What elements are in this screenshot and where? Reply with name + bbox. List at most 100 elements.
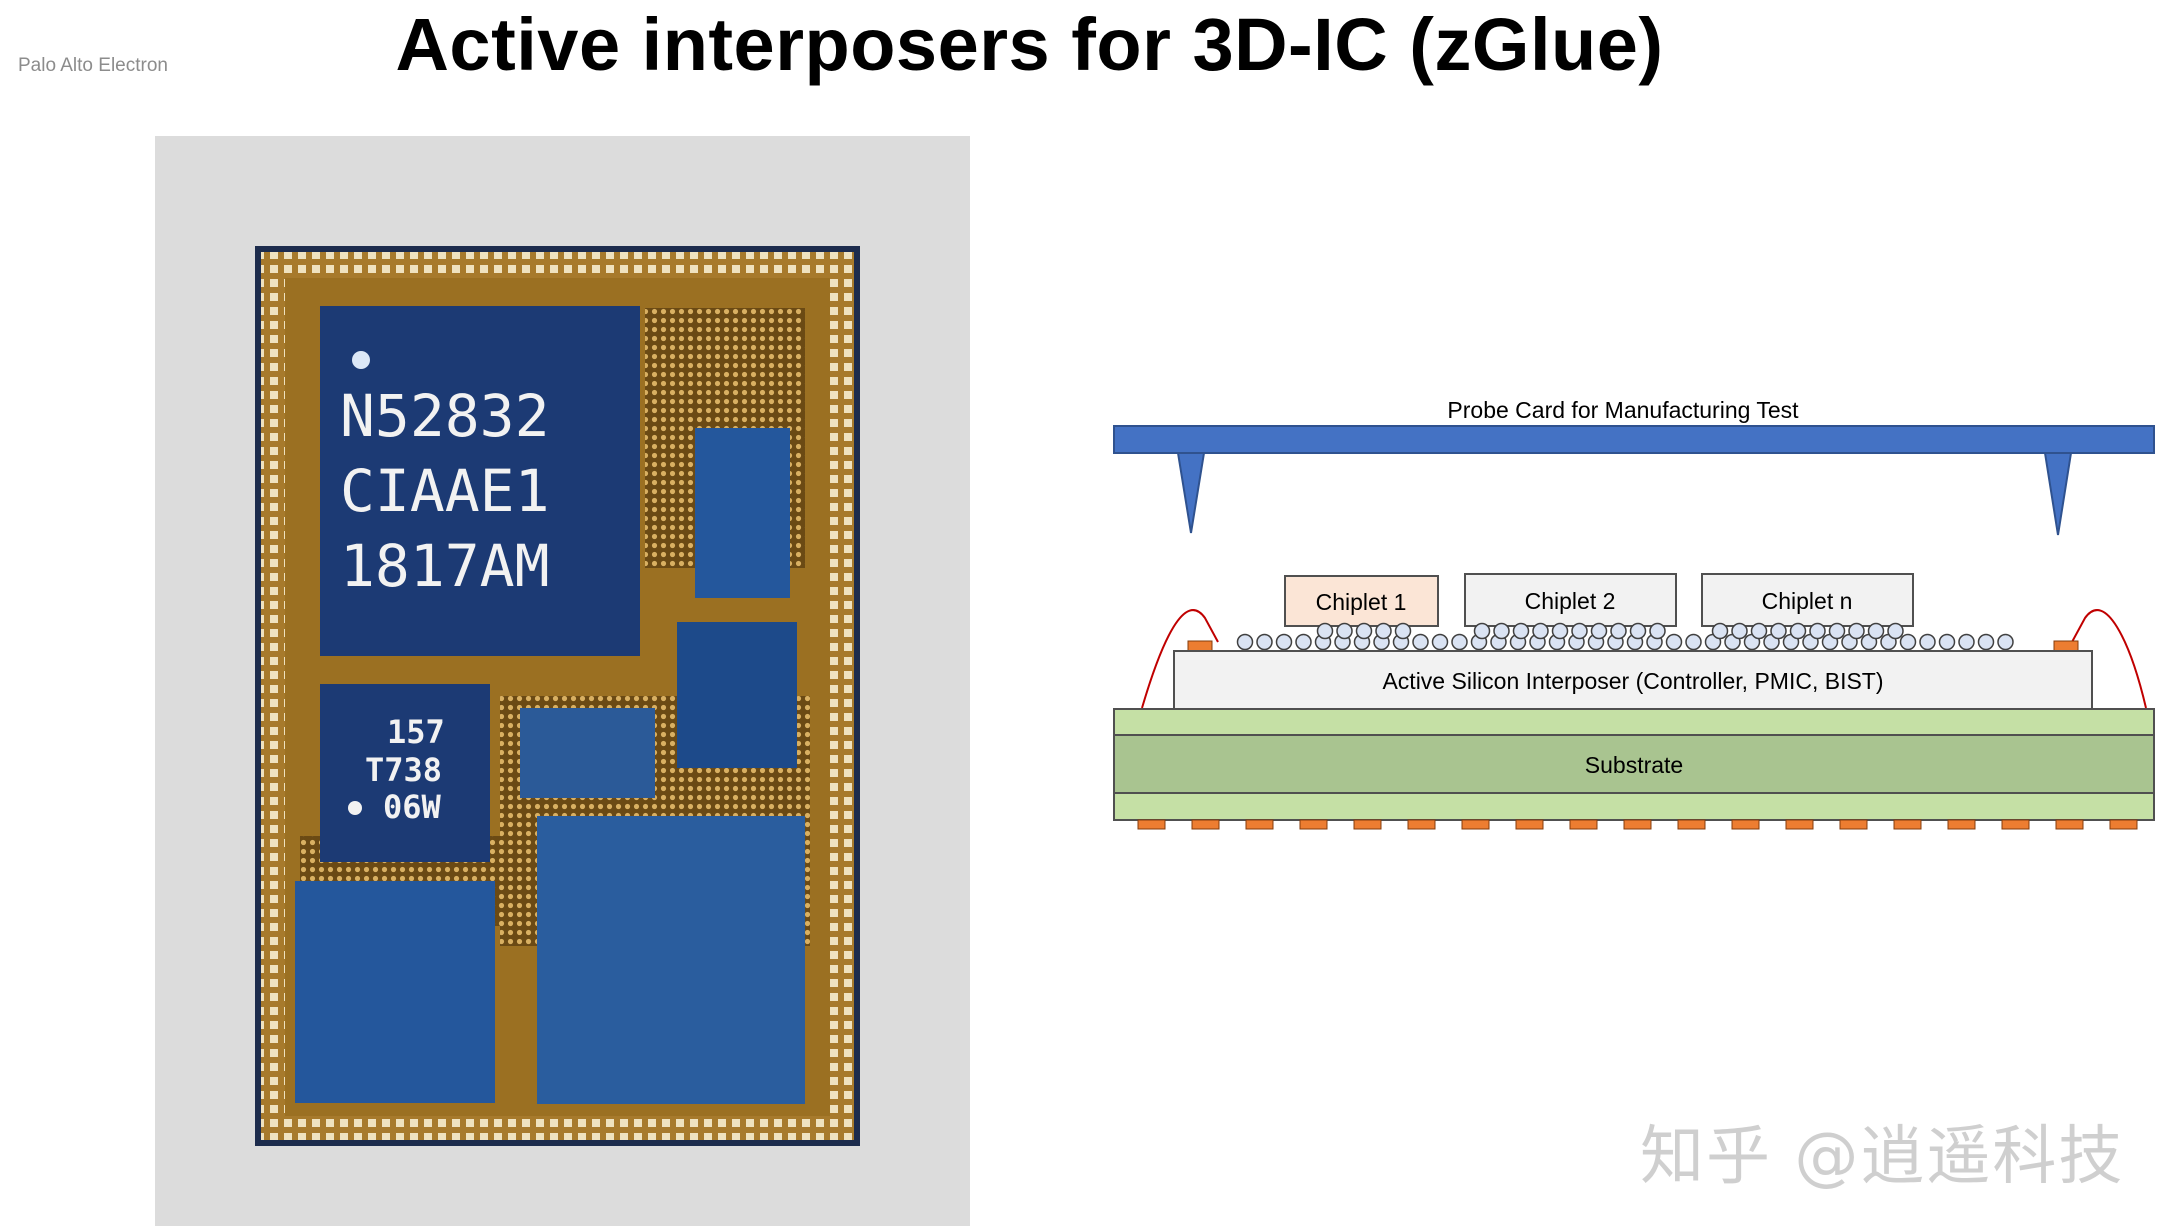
chiplet-1 bbox=[1284, 575, 1439, 627]
substrate-pad bbox=[2001, 819, 2030, 830]
chiplet-2 bbox=[1464, 573, 1677, 627]
watermark: 知乎 @逍遥科技 bbox=[1640, 1120, 2125, 1194]
micro-bump bbox=[1828, 622, 1846, 640]
micro-bump bbox=[1431, 633, 1449, 651]
small-die-marking-line-3: 06W bbox=[383, 788, 442, 826]
micro-bump bbox=[1649, 622, 1666, 640]
cross-section-diagram: Probe Card for Manufacturing Test Chiple… bbox=[1113, 397, 2155, 830]
micro-bump bbox=[1512, 622, 1530, 640]
micro-bump bbox=[1551, 622, 1569, 640]
substrate-pad bbox=[1569, 819, 1598, 830]
micro-bump bbox=[1256, 633, 1273, 651]
substrate-pad bbox=[1137, 819, 1166, 830]
micro-bump bbox=[1493, 622, 1510, 640]
substrate-core bbox=[1113, 734, 2155, 794]
micro-bump bbox=[1938, 633, 1956, 651]
substrate-pad bbox=[1785, 819, 1814, 830]
small-die-marking-line-1: 157 bbox=[387, 713, 445, 751]
main-die-marking-line-2: CIAAE1 bbox=[340, 457, 550, 525]
micro-bump bbox=[1275, 633, 1293, 651]
passive-block-1 bbox=[695, 428, 790, 598]
chiplet-1-label: Chiplet 1 bbox=[1316, 589, 1407, 615]
bond-pad-left bbox=[1187, 640, 1213, 652]
micro-bump bbox=[1532, 622, 1549, 640]
micro-bump bbox=[1809, 622, 1826, 640]
probe-card-label: Probe Card for Manufacturing Test bbox=[1447, 397, 1799, 423]
small-die-marking-line-2: T738 bbox=[365, 751, 442, 789]
substrate-pad bbox=[1299, 819, 1328, 830]
probe-needle-left bbox=[1176, 452, 1206, 534]
micro-bump bbox=[1394, 622, 1412, 640]
interposer-label: Active Silicon Interposer (Controller, P… bbox=[1382, 668, 1883, 694]
micro-bump bbox=[1316, 622, 1334, 640]
micro-bump bbox=[1958, 633, 1975, 651]
substrate-pad-row bbox=[1137, 819, 2138, 830]
micro-bump bbox=[1336, 622, 1353, 640]
micro-bump bbox=[1590, 622, 1608, 640]
bond-wire-right bbox=[2071, 609, 2147, 709]
bond-pad-right bbox=[2053, 640, 2079, 652]
substrate-pad bbox=[1731, 819, 1760, 830]
passive-block-3 bbox=[520, 708, 655, 798]
probe-needle-right bbox=[2043, 452, 2073, 536]
passive-block-2 bbox=[677, 622, 797, 768]
micro-bump bbox=[1919, 633, 1936, 651]
micro-bump bbox=[1731, 622, 1748, 640]
substrate-pad bbox=[1515, 819, 1544, 830]
chiplet-n-label: Chiplet n bbox=[1762, 588, 1853, 614]
micro-bump bbox=[1887, 622, 1904, 640]
substrate-pad bbox=[1623, 819, 1652, 830]
pin1-marker bbox=[352, 351, 370, 369]
small-die-block bbox=[320, 684, 490, 862]
substrate-pad bbox=[1407, 819, 1436, 830]
micro-bump bbox=[1571, 622, 1588, 640]
substrate-bottom-layer bbox=[1113, 792, 2155, 821]
substrate-top-layer bbox=[1113, 708, 2155, 736]
substrate-pad bbox=[1245, 819, 1274, 830]
micro-bump bbox=[1473, 622, 1491, 640]
micro-bump bbox=[1711, 622, 1729, 640]
passive-block-4 bbox=[295, 881, 495, 1103]
substrate-pad bbox=[2055, 819, 2084, 830]
slide-title-text: Active interposers for 3D-IC (zGlue) bbox=[395, 3, 1664, 86]
micro-bump bbox=[1355, 622, 1373, 640]
micro-bump bbox=[1665, 633, 1683, 651]
micro-bump bbox=[1977, 633, 1995, 651]
substrate-label: Substrate bbox=[1585, 752, 1683, 778]
micro-bump bbox=[1867, 622, 1885, 640]
chiplet-2-label: Chiplet 2 bbox=[1525, 588, 1616, 614]
micro-bump bbox=[1789, 622, 1807, 640]
substrate-pad bbox=[1353, 819, 1382, 830]
die-photograph: N52832 CIAAE1 1817AM 157 T738 06W bbox=[155, 136, 970, 1226]
micro-bump bbox=[1610, 622, 1627, 640]
micro-bump bbox=[1997, 633, 2014, 651]
micro-bump bbox=[1412, 633, 1429, 651]
substrate-pad bbox=[1947, 819, 1976, 830]
micro-bump bbox=[1685, 633, 1702, 651]
micro-bump bbox=[1770, 622, 1787, 640]
micro-bump-row bbox=[1236, 622, 2014, 651]
micro-bump bbox=[1451, 633, 1468, 651]
micro-bump bbox=[1629, 622, 1647, 640]
main-die-block bbox=[320, 306, 640, 656]
substrate-pad bbox=[1461, 819, 1490, 830]
micro-bump bbox=[1848, 622, 1865, 640]
passive-block-5 bbox=[537, 816, 805, 1104]
slide-title: Active interposers for 3D-IC (zGlue) bbox=[0, 2, 2159, 87]
substrate-pad bbox=[1677, 819, 1706, 830]
micro-bump bbox=[1295, 633, 1312, 651]
bond-wire-left bbox=[1141, 609, 1219, 709]
micro-bump bbox=[1899, 633, 1917, 651]
micro-bump bbox=[1375, 622, 1392, 640]
chiplet-n bbox=[1701, 573, 1914, 627]
substrate-pad bbox=[2109, 819, 2138, 830]
substrate-pad bbox=[1893, 819, 1922, 830]
main-die-marking-line-3: 1817AM bbox=[340, 532, 550, 600]
substrate-pad bbox=[1191, 819, 1220, 830]
active-interposer bbox=[1173, 650, 2093, 710]
main-die-marking-line-1: N52832 bbox=[340, 382, 550, 450]
substrate-pad bbox=[1839, 819, 1868, 830]
organization-label: Palo Alto Electron bbox=[18, 55, 168, 76]
micro-bump bbox=[1236, 633, 1254, 651]
probe-card-bar bbox=[1113, 425, 2155, 454]
